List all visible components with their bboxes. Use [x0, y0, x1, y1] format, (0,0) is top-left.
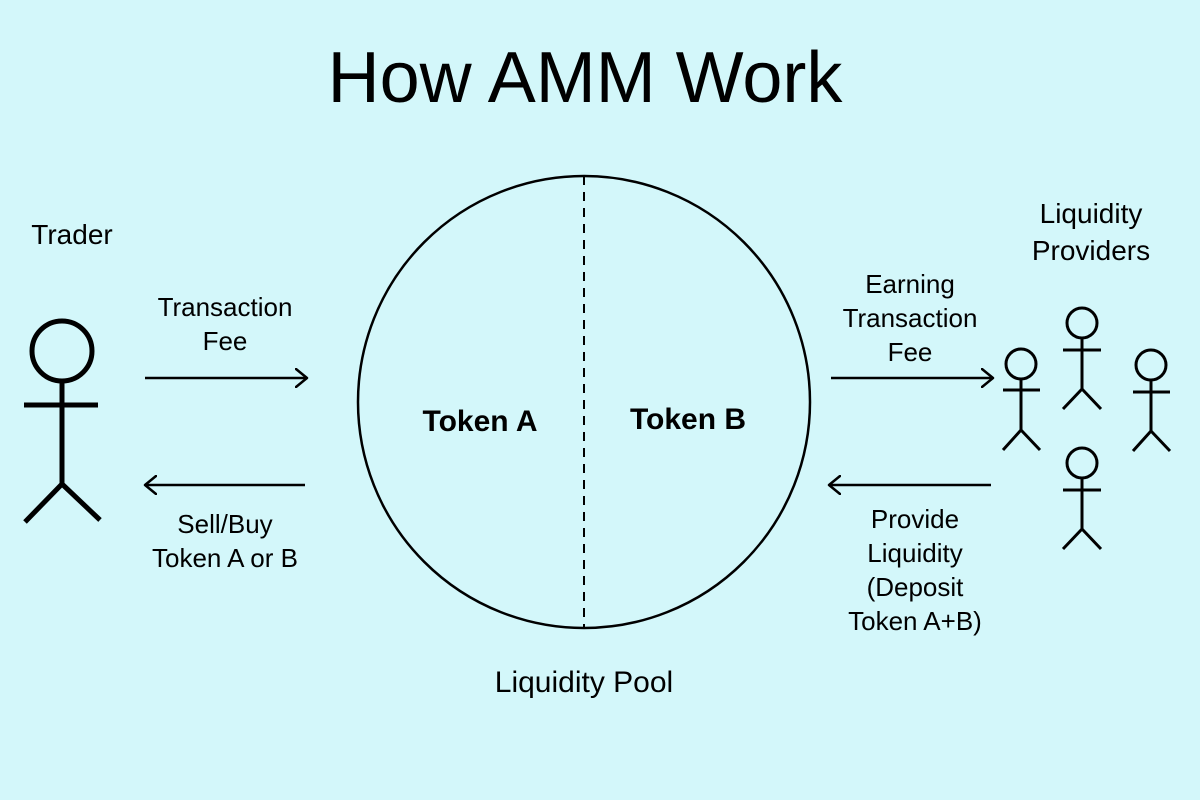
provider-figure — [1061, 446, 1103, 551]
trader-label: Trader — [31, 219, 113, 250]
earning-transaction-fee-label: Earning Transaction Fee — [842, 269, 978, 367]
trader-left-leg — [23, 482, 64, 524]
provider-figure — [1131, 348, 1172, 453]
trader-head — [29, 318, 95, 384]
liquidity-pool-label: Liquidity Pool — [494, 666, 674, 699]
token-a-label: Token A — [422, 405, 538, 438]
trader-right-leg — [60, 482, 102, 522]
sell-buy-label: Sell/Buy Token A or B — [152, 509, 298, 573]
liquidity-providers-label: Liquidity Providers — [1031, 198, 1151, 266]
provider-figure — [1061, 306, 1103, 411]
provide-liquidity-label: Provide Liquidity (Deposit Token A+B) — [848, 504, 982, 636]
provider-figure — [1001, 347, 1042, 452]
trader-figure — [23, 318, 102, 524]
diagram-title: How AMM Work — [327, 38, 843, 118]
token-b-label: Token B — [629, 403, 747, 436]
transaction-fee-label: Transaction Fee — [157, 292, 293, 356]
